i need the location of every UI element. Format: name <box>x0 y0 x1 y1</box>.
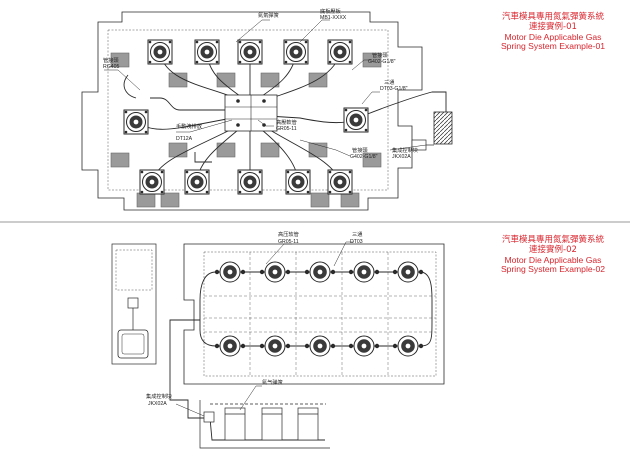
example1-gas-spring <box>283 39 309 65</box>
example1-die-inner <box>107 29 389 191</box>
example2-side-view <box>199 400 330 449</box>
example1-gas-spring <box>184 169 210 195</box>
example1-caption-en-2: Spring System Example-01 <box>500 41 606 52</box>
example1-gas-spring <box>327 169 353 195</box>
example2-label-tee: 三通 <box>352 230 363 238</box>
example2-caption: 汽車模具專用氮氣彈簧系統 連接實例-02 Motor Die Applicabl… <box>478 235 628 275</box>
example1-block <box>110 152 130 168</box>
example2-label-hose: 高压软管 <box>278 230 299 238</box>
example1-diagram: 氮氣彈簧 底板壓板 MB1-XXXX 管接頭 RG405 管接頭 G402-G1… <box>81 7 453 211</box>
example2-grid <box>204 252 436 376</box>
example1-label-hose: 高壓軟管 <box>276 118 297 126</box>
example1-label-hand-valve: 手動洩排放 <box>176 122 203 130</box>
example2-label-control-block: 集成控制块 <box>146 392 173 400</box>
example2-leaders <box>175 241 354 417</box>
example1-label-control-block-code: JKX02A <box>392 154 411 160</box>
example1-block <box>260 142 280 158</box>
example1-block <box>168 142 188 158</box>
example2-caption-zh-1: 汽車模具專用氮氣彈簧系統 <box>501 235 604 245</box>
example1-gas-spring <box>327 39 353 65</box>
example1-label-fitting-left-code: RG405 <box>103 64 120 70</box>
example2-label-gas-spring: 氮气弹簧 <box>262 378 283 386</box>
example2-caption-en-1: Motor Die Applicable Gas <box>504 254 602 265</box>
example1-label-control-block: 集成控制块 <box>392 146 419 154</box>
example1-label-tee: 三通 <box>384 78 395 86</box>
example1-caption-en-1: Motor Die Applicable Gas <box>504 31 602 42</box>
example1-label-fitting-right: 管接頭 <box>372 51 388 59</box>
example1-gas-spring <box>237 169 263 195</box>
example1-block <box>160 192 180 208</box>
example1-gas-spring <box>147 39 173 65</box>
example2-diagram: 高压软管 GR05-11 三通 DT03 氮气弹簧 集成控制块 JKX02A <box>111 230 445 449</box>
example1-leaders <box>104 19 427 157</box>
example1-gas-spring <box>343 107 369 133</box>
example2-die-inner <box>203 251 437 377</box>
example1-label-fitting-left: 管接頭 <box>103 56 119 64</box>
example2-label-hose-code: GR05-11 <box>278 239 299 245</box>
example1-label-hand-valve-code: DT12A <box>176 136 193 142</box>
example1-label-pressure-plate: 底板壓板 <box>320 7 342 15</box>
example1-gas-spring <box>139 169 165 195</box>
example1-block <box>136 192 156 208</box>
example1-block <box>310 192 330 208</box>
example2-label-tee-code: DT03 <box>350 239 363 245</box>
example2-label-control-block-code: JKX02A <box>148 401 167 407</box>
example2-caption-en-2: Spring System Example-02 <box>500 264 606 275</box>
example2-left-fixture <box>111 243 157 365</box>
example2-die-outline <box>183 243 445 385</box>
example2-caption-zh-2: 連接實例-02 <box>529 244 577 255</box>
example1-caption: 汽車模具專用氮氣彈簧系統 連接實例-01 Motor Die Applicabl… <box>478 12 628 52</box>
example1-caption-zh-2: 連接實例-01 <box>529 21 577 32</box>
example1-gas-spring <box>237 39 263 65</box>
example1-label-hose-code: GR05-11 <box>276 126 297 132</box>
example1-block <box>340 192 360 208</box>
example1-gas-spring <box>194 39 220 65</box>
example1-label-tee-code: DT03-G1/8" <box>380 86 408 92</box>
example1-label-pressure-plate-code: MB1-XXXX <box>320 15 347 21</box>
example1-caption-zh-1: 汽車模具專用氮氣彈簧系統 <box>501 12 604 22</box>
example1-control-block <box>433 111 453 145</box>
example1-label-gas-spring: 氮氣彈簧 <box>258 11 279 19</box>
example1-label-fitting-bottom-code: G402-G1/8" <box>350 154 378 160</box>
example1-gas-spring <box>123 109 149 135</box>
example1-label-fitting-right-code: G402-G1/8" <box>368 59 396 65</box>
example1-label-fitting-bottom: 管接頭 <box>352 146 368 154</box>
example1-gas-spring <box>285 169 311 195</box>
